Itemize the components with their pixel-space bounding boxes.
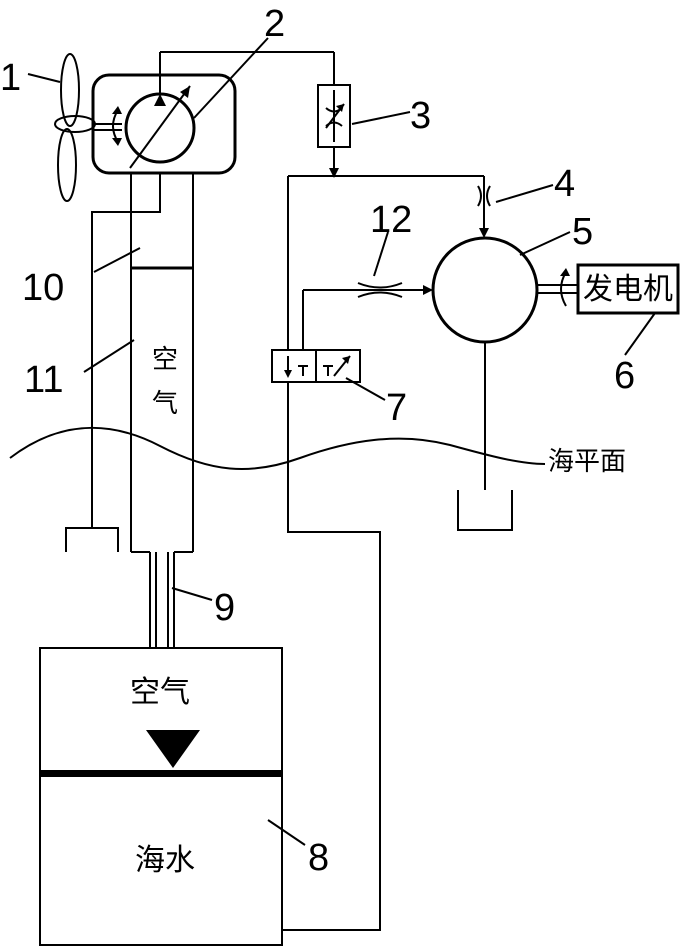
reservoir-small xyxy=(458,490,512,530)
label-1: 1 xyxy=(0,57,21,99)
orifice-4 xyxy=(478,176,490,238)
label-2: 2 xyxy=(264,3,285,45)
tank-seawater-label: 海水 xyxy=(135,843,195,878)
orifice-12 xyxy=(303,283,433,350)
throttle-valve-3 xyxy=(318,85,350,178)
label-11: 11 xyxy=(24,359,63,401)
label-7: 7 xyxy=(386,387,407,429)
tank-air-label: 空气 xyxy=(130,675,190,710)
label-3: 3 xyxy=(410,95,431,137)
label-10: 10 xyxy=(22,267,64,309)
label-9: 9 xyxy=(214,587,235,629)
pipe-9 xyxy=(150,552,174,648)
label-4: 4 xyxy=(554,163,575,205)
label-6: 6 xyxy=(614,355,635,397)
air-label-column-2: 气 xyxy=(152,389,178,419)
air-label-column-1: 空 xyxy=(152,345,178,375)
valve-7 xyxy=(272,350,360,382)
sea-level-wave xyxy=(10,428,545,469)
return-line xyxy=(282,382,380,930)
generator-label: 发电机 xyxy=(583,272,673,307)
leader-lines xyxy=(28,38,655,845)
pipe-11 xyxy=(66,173,160,552)
pipe-top xyxy=(160,52,334,94)
label-12: 12 xyxy=(370,199,412,241)
sea-level-label: 海平面 xyxy=(548,447,626,477)
label-5: 5 xyxy=(572,211,593,253)
label-8: 8 xyxy=(308,837,329,879)
coupling xyxy=(537,268,578,306)
